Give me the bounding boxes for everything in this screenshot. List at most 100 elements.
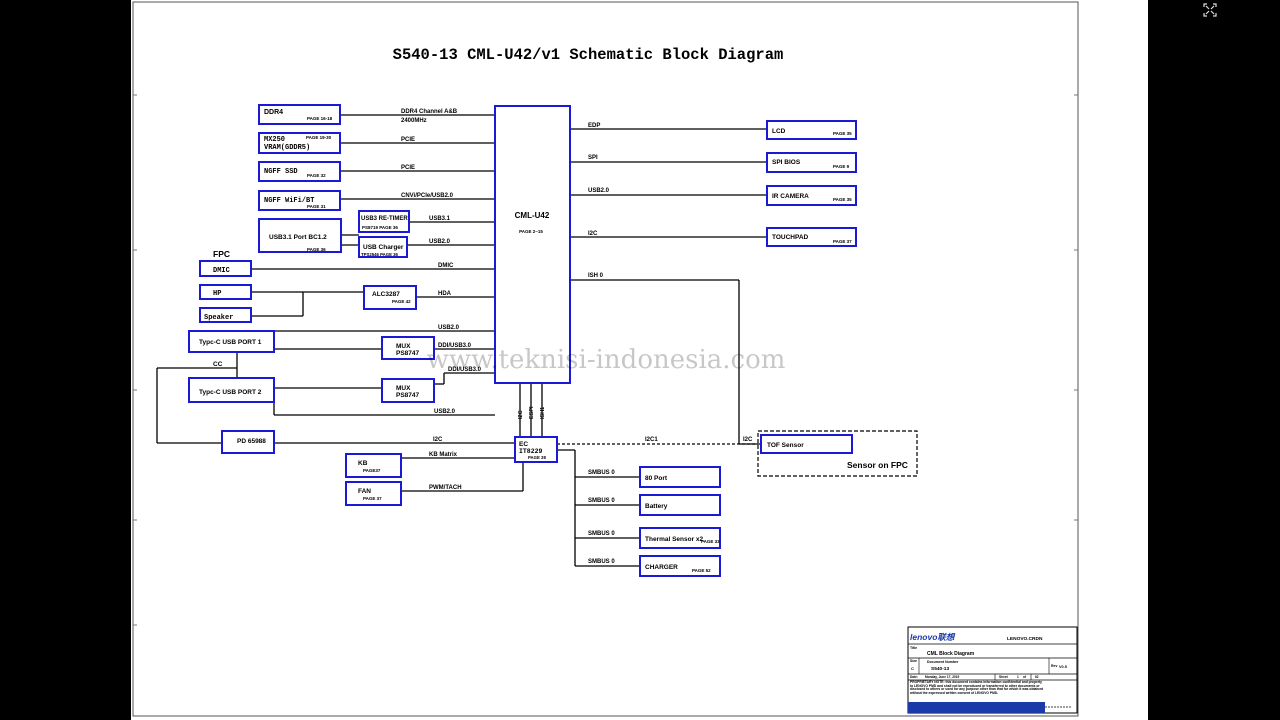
tof-name: TOF Sensor — [767, 442, 804, 449]
cc-signal: CC — [213, 361, 223, 368]
ssd-name: NGFF SSD — [264, 168, 298, 176]
cpu-name: CML-U42 — [515, 211, 550, 220]
signal-pcie-ssd: PCIE — [401, 165, 415, 171]
titleblock-docnum: S540-13 — [931, 666, 949, 672]
usb-charger-page: TPS2546 PAGE 36 — [361, 252, 399, 257]
signal-usb20-cam: USB2.0 — [588, 188, 610, 194]
usb-charger-block — [358, 236, 408, 258]
retimer-name: USB3 RE-TIMER — [361, 216, 408, 222]
usb31-port-block — [258, 218, 342, 253]
alc-page: PAGE 42 — [392, 299, 411, 304]
sheet-border — [132, 1, 1079, 717]
signal-smbus-thermal: SMBUS 0 — [588, 531, 615, 537]
mux1-block — [381, 336, 435, 360]
thermal-block — [639, 527, 721, 549]
hp-block — [199, 284, 252, 300]
fpc-label: FPC — [213, 249, 230, 259]
title-block: lenovo联想 LENOVO.CRDN Title CML Block Dia… — [907, 626, 1078, 714]
speaker-name: Speaker — [204, 314, 233, 322]
hp-name: HP — [213, 290, 221, 298]
titleblock-size: C — [911, 666, 914, 671]
ircam-page: PAGE 35 — [833, 197, 852, 202]
block-diagram: S540-13 CML-U42/v1 Schematic Block Diagr… — [132, 1, 1079, 717]
titleblock-sheets: 62 — [1035, 675, 1039, 679]
tof-block — [760, 434, 853, 454]
mux2-block — [381, 378, 435, 403]
titleblock-rev-label: Rev — [1051, 664, 1057, 668]
wifi-name: NGFF WiFi/BT — [264, 197, 314, 205]
retimer-block — [358, 210, 410, 233]
mx250-page: PAGE 19-30 — [306, 135, 332, 140]
signal-labels: DDR4 Channel A&B 2400MHz PCIE PCIE CNVi/… — [401, 109, 753, 565]
spibios-block — [766, 152, 857, 173]
signal-v-espi: ESPI — [529, 406, 535, 419]
signal-ddi1: DDI/USB3.0 — [438, 343, 472, 349]
battery-name: Battery — [645, 503, 668, 510]
titleblock-notice: PROPRIETARY NOTE: this document contains… — [910, 680, 1044, 695]
pd-name: PD 65988 — [237, 438, 266, 445]
signal-usb20-typec1: USB2.0 — [438, 325, 460, 331]
ddr4-name: DDR4 — [264, 109, 283, 116]
lcd-page: PAGE 35 — [833, 131, 852, 136]
titleblock-code: LENOVO.CRDN — [1007, 636, 1043, 642]
ddr4-block — [258, 104, 341, 125]
titleblock-size-label: Size — [910, 659, 917, 663]
signal-ddi2: DDI/USB3.0 — [448, 367, 482, 373]
ssd-page: PAGE 32 — [307, 173, 326, 178]
signal-cnvi: CNVi/PCIe/USB2.0 — [401, 193, 454, 199]
signal-v-i2c: I2C — [518, 410, 524, 419]
titleblock-date: Monday, June 17, 2019 — [925, 675, 960, 679]
cpu-page: PAGE 2~15 — [519, 229, 543, 234]
mx250-block — [258, 132, 341, 154]
signal-hda: HDA — [438, 291, 452, 297]
lenovo-logo: lenovo联想 — [910, 632, 956, 642]
fullscreen-icon[interactable] — [1203, 3, 1217, 17]
mux1-name: MUX — [396, 343, 411, 350]
thermal-name: Thermal Sensor x2 — [645, 536, 704, 543]
titleblock-of-label: of — [1023, 675, 1027, 679]
fan-page: PAGE 37 — [363, 496, 382, 501]
signal-pcie-gpu: PCIE — [401, 137, 415, 143]
mx250-vram: VRAM(GDDR5) — [264, 144, 310, 152]
titleblock-title: CML Block Diagram — [927, 651, 975, 657]
spibios-page: PAGE 9 — [833, 164, 850, 169]
border-ticks — [133, 94, 1078, 626]
signal-spi: SPI — [588, 155, 598, 161]
usb31-port-page: PAGE 36 — [307, 247, 326, 252]
retimer-page: PS8719 PAGE 36 — [362, 225, 398, 230]
titleblock-title-label: Title — [910, 646, 917, 650]
typec-port2-name: Typc-C USB PORT 2 — [199, 389, 262, 396]
wires — [156, 114, 767, 567]
thermal-page: PAGE 33 — [701, 539, 720, 544]
signal-dmic: DMIC — [438, 263, 454, 269]
signal-ddr: DDR4 Channel A&B — [401, 109, 458, 115]
diagram-title: S540-13 CML-U42/v1 Schematic Block Diagr… — [393, 46, 784, 64]
signal-i2c-tof: I2C — [743, 437, 753, 443]
port80-block — [639, 466, 721, 488]
signal-v-ish: ISH1 — [540, 407, 546, 419]
charger-page: PAGE 52 — [692, 568, 711, 573]
touchpad-name: TOUCHPAD — [772, 234, 809, 241]
typec-port1-name: Typc-C USB PORT 1 — [199, 339, 262, 346]
signal-i2c-pd: I2C — [433, 437, 443, 443]
alc-name: ALC3287 — [372, 291, 400, 298]
usb-charger-name: USB Charger — [363, 244, 404, 251]
charger-name: CHARGER — [645, 564, 678, 571]
wifi-block — [258, 190, 341, 211]
typec-port2-block — [188, 377, 275, 403]
signal-pwm: PWM/TACH — [429, 485, 462, 491]
fan-name: FAN — [358, 488, 371, 495]
dmic-name: DMIC — [213, 267, 230, 275]
usb31-port-name: USB3.1 Port BC1.2 — [269, 234, 327, 241]
signal-smbus-80port: SMBUS 0 — [588, 470, 615, 476]
kb-block — [345, 453, 402, 478]
titleblock-rev: V0.5 — [1059, 665, 1067, 669]
signal-kbmatrix: KB Matrix — [429, 452, 458, 458]
spibios-name: SPI BIOS — [772, 159, 801, 166]
dmic-block — [199, 260, 252, 277]
charger-block — [639, 555, 721, 577]
signal-ddr-speed: 2400MHz — [401, 118, 427, 124]
speaker-block — [199, 307, 252, 323]
schematic-sheet: S540-13 CML-U42/v1 Schematic Block Diagr… — [131, 0, 1148, 720]
typec-port1-block — [188, 330, 275, 353]
